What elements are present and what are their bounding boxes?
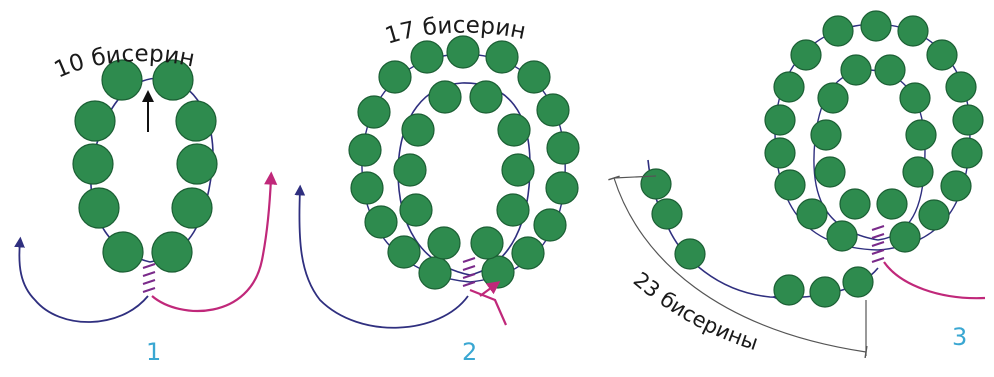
bead	[486, 41, 518, 73]
thread-twist-1	[143, 264, 155, 292]
bead	[811, 120, 841, 150]
bead	[498, 114, 530, 146]
bead-ring-3-inner	[811, 55, 936, 219]
bead	[890, 222, 920, 252]
bead	[172, 188, 212, 228]
bead	[906, 120, 936, 150]
bead	[841, 55, 871, 85]
figure-3: 23 бисерины 3	[614, 11, 985, 356]
bead	[497, 194, 529, 226]
bead	[765, 138, 795, 168]
caption-3: 23 бисерины	[629, 267, 761, 355]
bead	[818, 83, 848, 113]
bead-ring-3-outer	[765, 11, 983, 252]
bead	[900, 83, 930, 113]
bead	[534, 209, 566, 241]
bead	[941, 171, 971, 201]
bead	[797, 199, 827, 229]
bead	[877, 189, 907, 219]
bead	[394, 154, 426, 186]
bead	[512, 237, 544, 269]
bead	[402, 114, 434, 146]
step-number-2: 2	[462, 338, 477, 366]
bead	[177, 144, 217, 184]
bead	[952, 138, 982, 168]
bead	[903, 157, 933, 187]
bead	[470, 81, 502, 113]
bead	[471, 227, 503, 259]
bead	[843, 267, 873, 297]
thread-twist-3	[872, 226, 884, 262]
bead	[152, 232, 192, 272]
bead	[823, 16, 853, 46]
bead	[775, 170, 805, 200]
bead-ring-2-inner	[394, 81, 534, 259]
bead	[502, 154, 534, 186]
bead	[103, 232, 143, 272]
bead	[358, 96, 390, 128]
bead	[79, 188, 119, 228]
thread-pink-2	[470, 290, 506, 325]
thread-pink-2-head	[480, 285, 495, 296]
bead	[810, 277, 840, 307]
bead	[482, 256, 514, 288]
bead	[927, 40, 957, 70]
bead	[537, 94, 569, 126]
bead	[547, 132, 579, 164]
bead	[815, 157, 845, 187]
bead-ring-2-outer	[349, 36, 579, 289]
bead	[946, 72, 976, 102]
bead	[73, 144, 113, 184]
step-number-1: 1	[146, 338, 161, 366]
bead	[675, 239, 705, 269]
bead	[827, 221, 857, 251]
bead	[388, 236, 420, 268]
bead	[953, 105, 983, 135]
bead-ring-1	[73, 60, 217, 272]
bead	[641, 169, 671, 199]
bead	[429, 81, 461, 113]
bead	[652, 199, 682, 229]
bead	[919, 200, 949, 230]
bead	[428, 227, 460, 259]
bead	[349, 134, 381, 166]
bead	[791, 40, 821, 70]
thread-pink-3	[884, 262, 985, 298]
bead	[351, 172, 383, 204]
bead	[400, 194, 432, 226]
step-number-3: 3	[952, 323, 967, 351]
bead	[840, 189, 870, 219]
bead	[774, 275, 804, 305]
bead	[379, 61, 411, 93]
bead	[765, 105, 795, 135]
bead	[75, 101, 115, 141]
figure-1: 10 бисерин 1	[19, 41, 271, 366]
bead	[518, 61, 550, 93]
figure-2: 17 бисерин 2	[299, 13, 579, 366]
bead	[365, 206, 397, 238]
bead	[875, 55, 905, 85]
bead	[447, 36, 479, 68]
bead	[774, 72, 804, 102]
bead	[861, 11, 891, 41]
bead	[411, 41, 443, 73]
bead	[176, 101, 216, 141]
bead	[419, 257, 451, 289]
bead	[546, 172, 578, 204]
bead	[898, 16, 928, 46]
